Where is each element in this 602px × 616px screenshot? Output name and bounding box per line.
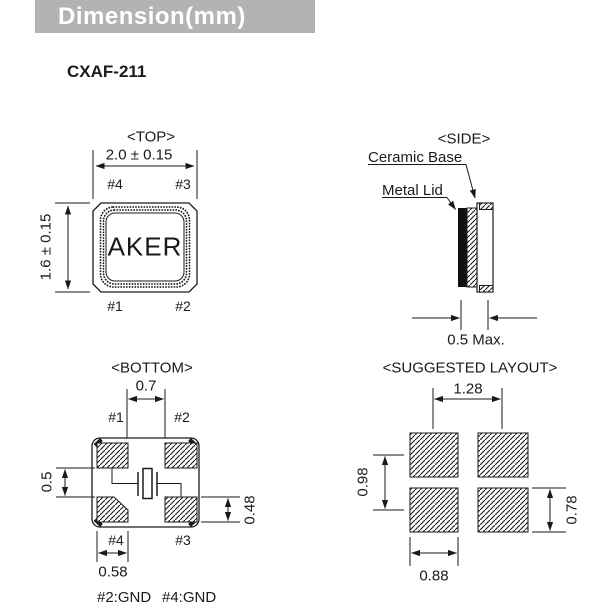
layout-pad-bottom-right [477, 487, 529, 533]
metal-lid-top-face [105, 212, 185, 282]
bottom-view-label: <BOTTOM> [111, 359, 193, 377]
top-pin-2-label: #2 [175, 298, 191, 314]
bottom-view-drawing [56, 389, 240, 562]
pad-1 [96, 442, 129, 469]
layout-pad-bottom-left [409, 487, 459, 533]
section-header: Dimension(mm) [35, 0, 315, 33]
metal-lid-side [458, 208, 467, 287]
layout-pitch-y-dimension: 0.98 [354, 467, 372, 497]
side-view-drawing [368, 164, 537, 330]
bottom-pin-4-label: #4 [108, 532, 124, 548]
crystal-wire-right [157, 483, 182, 497]
metal-lid-callout: Metal Lid [382, 182, 443, 199]
crystal-symbol [137, 467, 158, 500]
part-number: CXAF-211 [67, 62, 147, 81]
layout-pad-top-right [477, 432, 529, 478]
seal-ring-outer [99, 206, 191, 288]
section-title: Dimension(mm) [58, 2, 246, 30]
layout-view-label: <SUGGESTED LAYOUT> [382, 359, 558, 377]
pad-4-chamfered [96, 496, 129, 523]
pad-3 [164, 496, 198, 523]
top-pin-4-label: #4 [107, 176, 123, 192]
pad-2 [164, 442, 198, 469]
top-pin-1-label: #1 [107, 298, 123, 314]
ceramic-base-callout: Ceramic Base [368, 149, 463, 166]
ceramic-base-leader-arrow [465, 164, 476, 199]
metal-lid-leader-arrow [446, 197, 456, 210]
gnd-note-pin4: #4:GND [162, 589, 217, 606]
brand-marking: AKER [107, 231, 183, 262]
suggested-layout-drawing [373, 388, 566, 566]
castellation-bottom [479, 285, 494, 293]
top-view-label: <TOP> [126, 128, 176, 146]
layout-pad-width-dimension: 0.88 [419, 567, 449, 585]
castellation-top [479, 202, 494, 210]
layout-pitch-x-dimension: 1.28 [453, 380, 483, 398]
lid-seam-hatch [466, 207, 478, 288]
crystal-wire-left [111, 468, 138, 484]
bottom-pin-3-label: #3 [175, 532, 191, 548]
pad-height-dimension: 0.48 [241, 495, 259, 525]
top-width-dimension: 2.0 ± 0.15 [105, 146, 173, 164]
pad-gap-y-dimension: 0.5 [38, 471, 56, 493]
top-pin-3-label: #3 [175, 176, 191, 192]
bottom-pin-2-label: #2 [174, 409, 190, 425]
pad-width-dimension: 0.58 [98, 563, 128, 581]
side-view-label: <SIDE> [437, 130, 491, 148]
thickness-dimension: 0.5 Max. [447, 331, 505, 349]
ceramic-base-side [476, 202, 494, 293]
layout-pad-height-dimension: 0.78 [563, 495, 581, 525]
seal-ring-inner [102, 209, 188, 285]
pad-gap-x-dimension: 0.7 [135, 377, 157, 395]
top-view-drawing [55, 150, 198, 293]
gnd-note-pin2: #2:GND [97, 589, 152, 606]
layout-pad-top-left [409, 432, 459, 478]
bottom-pin-1-label: #1 [108, 409, 124, 425]
top-height-dimension: 1.6 ± 0.15 [37, 213, 55, 281]
